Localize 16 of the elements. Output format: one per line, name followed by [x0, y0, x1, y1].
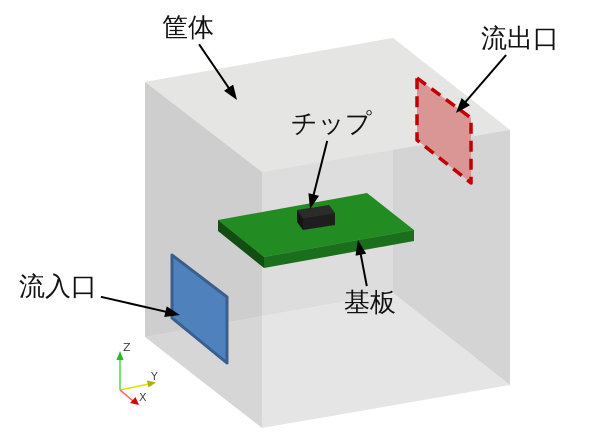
leader-arrow [100, 296, 180, 317]
chip [297, 205, 335, 230]
axis-label: Z [123, 342, 131, 353]
outlet-panel [415, 76, 473, 185]
leader-arrow [456, 54, 507, 113]
part-label: チップ [291, 111, 372, 137]
leader-arrow [198, 44, 237, 100]
part-label: 筐体 [162, 15, 214, 41]
part-label: 基板 [344, 290, 396, 316]
part-label: 流入口 [19, 274, 97, 300]
axis-label: Y [151, 371, 158, 382]
axis-label: X [139, 392, 147, 403]
leader-arrow [355, 240, 368, 286]
part-label: 流出口 [481, 26, 559, 52]
inlet-panel [170, 253, 229, 365]
leader-arrow [308, 140, 328, 209]
